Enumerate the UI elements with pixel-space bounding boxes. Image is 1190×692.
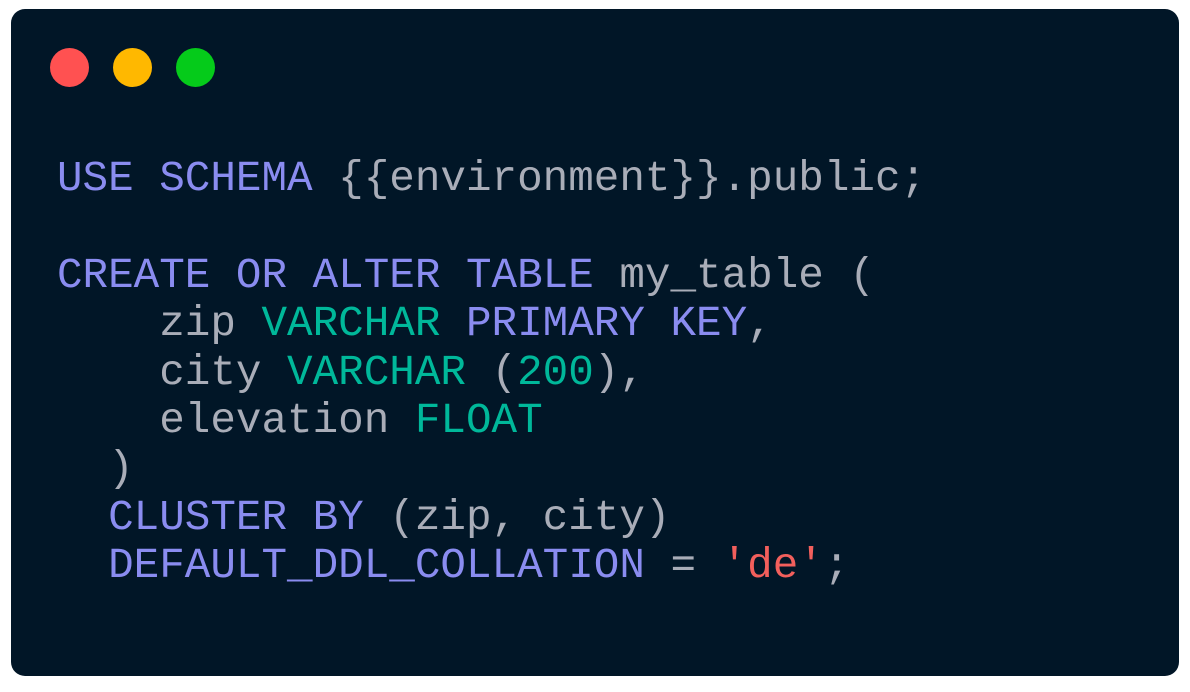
keyword-token: CLUSTER BY bbox=[108, 493, 364, 542]
sql-code-block: USE SCHEMA {{environment}}.public; CREATE… bbox=[57, 155, 926, 591]
keyword-token: DEFAULT_DDL_COLLATION bbox=[108, 542, 645, 591]
text-token: my_table ( bbox=[593, 251, 875, 300]
code-line: USE SCHEMA {{environment}}.public; bbox=[57, 155, 926, 203]
close-dot-icon bbox=[50, 48, 89, 87]
text-token: ), bbox=[593, 348, 645, 397]
text-token: ) bbox=[57, 445, 134, 494]
text-token bbox=[57, 494, 108, 542]
minimize-dot-icon bbox=[113, 48, 152, 87]
maximize-dot-icon bbox=[176, 48, 215, 87]
keyword-token: CREATE OR ALTER TABLE bbox=[57, 251, 594, 300]
text-token: = bbox=[644, 542, 722, 591]
code-line: zip VARCHAR PRIMARY KEY, bbox=[57, 300, 926, 348]
code-line: CLUSTER BY (zip, city) bbox=[57, 494, 926, 542]
type-token: VARCHAR bbox=[287, 348, 466, 397]
type-token: VARCHAR bbox=[261, 300, 441, 349]
code-window: USE SCHEMA {{environment}}.public; CREATE… bbox=[11, 9, 1179, 676]
keyword-token: PRIMARY KEY bbox=[465, 300, 748, 349]
text-token: zip bbox=[57, 300, 262, 349]
text-token: ; bbox=[823, 542, 850, 591]
code-line: ) bbox=[57, 445, 926, 493]
text-token bbox=[57, 542, 108, 590]
text-token: elevation bbox=[57, 396, 415, 445]
string-token: 'de' bbox=[721, 542, 824, 591]
code-line bbox=[57, 203, 926, 251]
text-token: (zip, city) bbox=[363, 493, 671, 542]
number-token: 200 bbox=[517, 348, 594, 397]
text-token bbox=[440, 300, 466, 348]
code-line: elevation FLOAT bbox=[57, 397, 926, 445]
text-token: , bbox=[747, 300, 773, 349]
type-token: FLOAT bbox=[414, 396, 543, 445]
code-line: city VARCHAR (200), bbox=[57, 349, 926, 397]
text-token: {{environment}}.public; bbox=[312, 155, 927, 203]
code-line: DEFAULT_DDL_COLLATION = 'de'; bbox=[57, 542, 926, 590]
keyword-token: USE SCHEMA bbox=[57, 155, 313, 203]
text-token: city bbox=[57, 348, 288, 397]
code-line: CREATE OR ALTER TABLE my_table ( bbox=[57, 252, 926, 300]
text-token: ( bbox=[465, 348, 518, 397]
